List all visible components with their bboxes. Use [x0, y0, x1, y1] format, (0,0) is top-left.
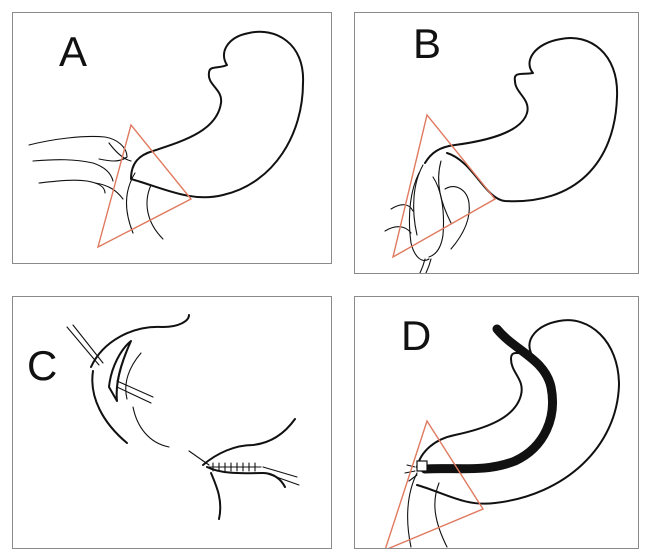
panel-b: B — [354, 12, 639, 274]
incision-outline — [91, 315, 189, 367]
retractor-line — [263, 467, 297, 477]
esophagus-line — [408, 473, 417, 547]
triangle-marker — [393, 115, 495, 257]
sutured-wall — [211, 473, 220, 519]
hand-outline — [109, 143, 131, 161]
tube-line — [425, 259, 431, 274]
gastric-wall — [133, 407, 169, 447]
hand-outline — [39, 180, 105, 193]
panel-a-illustration — [13, 13, 332, 264]
retractor-line — [117, 387, 151, 403]
stomach-outline — [425, 38, 617, 201]
panel-d: D — [354, 296, 639, 549]
hand-outline — [429, 177, 444, 257]
panel-a: A — [12, 12, 332, 264]
esophagus-line — [439, 161, 451, 223]
panel-c-illustration — [13, 297, 332, 549]
hand-outline — [33, 160, 113, 181]
hand-outline — [95, 183, 123, 199]
endoscope-tip-icon — [417, 461, 427, 471]
panel-b-illustration — [355, 13, 639, 274]
hand-outline — [409, 173, 429, 260]
endoscope-light — [405, 465, 417, 481]
panel-d-illustration — [355, 297, 639, 549]
triangle-marker — [385, 421, 483, 549]
retractor-line — [189, 451, 209, 465]
hand-outline — [29, 136, 127, 161]
esophagus-line — [147, 185, 163, 239]
hand-outline — [385, 227, 411, 233]
tube-line — [419, 259, 425, 274]
sutured-wall — [203, 419, 295, 465]
retractor-line — [67, 327, 99, 365]
retractor-line — [73, 325, 103, 363]
stomach-outline — [131, 32, 303, 197]
panel-c: C — [12, 296, 332, 549]
esophagus-line — [127, 173, 136, 233]
